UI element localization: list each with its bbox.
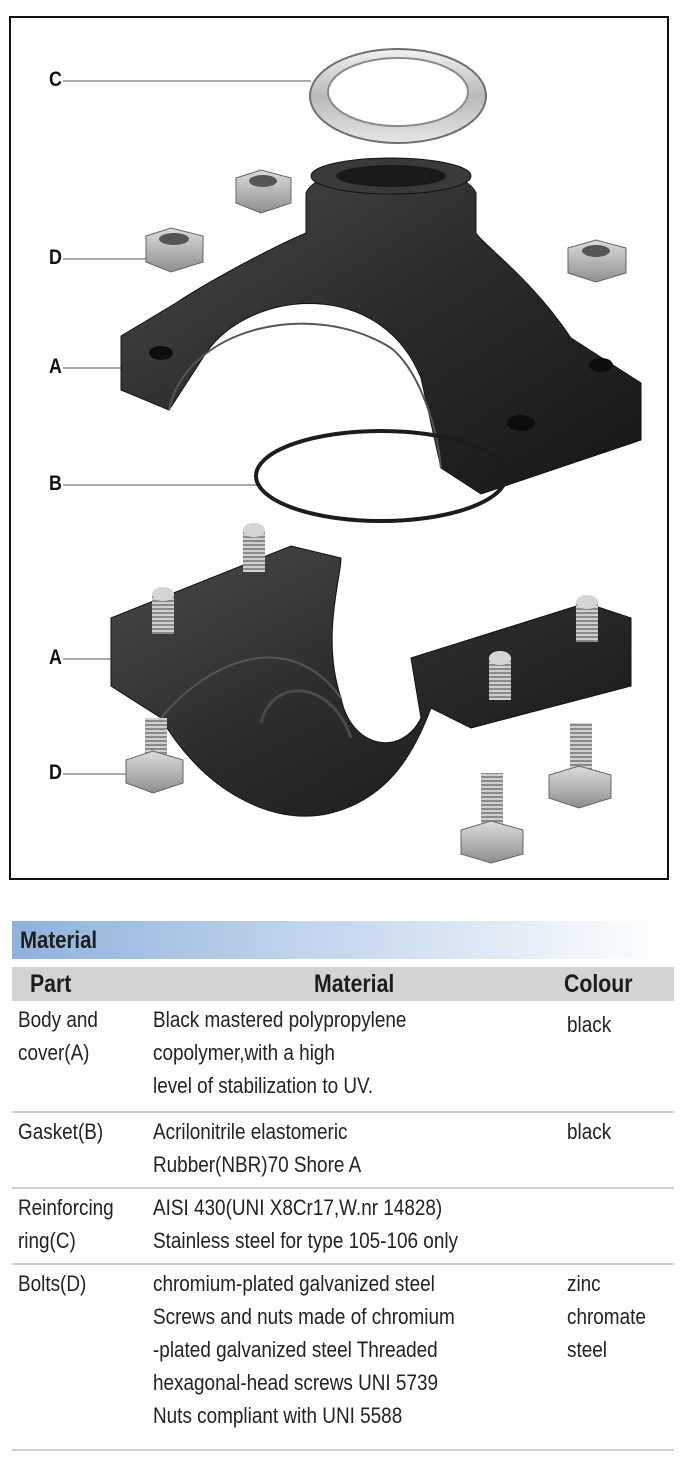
cell-material: chromium-plated galvanized steel Screws … [153, 1271, 455, 1428]
header-material: Material [314, 970, 395, 998]
callout-c: C [49, 68, 62, 91]
row-divider [12, 1111, 674, 1113]
callout-b: B [49, 472, 62, 495]
row-divider [12, 1187, 674, 1189]
header-part: Part [30, 970, 72, 998]
gasket-b [254, 429, 508, 523]
callout-d-top: D [49, 246, 62, 269]
cell-colour: black [567, 1012, 612, 1037]
material-section-header: Material [12, 921, 674, 959]
callout-a-bottom: A [49, 646, 62, 669]
cell-part: Reinforcing ring(C) [18, 1195, 114, 1253]
cell-colour: zinc chromate steel [567, 1271, 646, 1362]
cell-material: Black mastered polypropylene copolymer,w… [153, 1007, 407, 1098]
clamp-saddle-illustration [63, 48, 642, 864]
exploded-diagram: C D A B A D [9, 16, 669, 880]
material-title: Material [20, 927, 98, 954]
cell-material: Acrilonitrile elastomeric Rubber(NBR)70 … [153, 1119, 362, 1177]
cell-part: Body and cover(A) [18, 1007, 98, 1065]
cell-colour: black [567, 1119, 612, 1144]
header-colour: Colour [564, 970, 633, 998]
callout-d-bottom: D [49, 761, 62, 784]
cell-part: Gasket(B) [18, 1119, 104, 1144]
cell-material: AISI 430(UNI X8Cr17,W.nr 14828) Stainles… [153, 1195, 459, 1253]
table-header-row: Part Material Colour [12, 967, 674, 1001]
upper-saddle-a [120, 157, 642, 495]
callout-a-top: A [49, 355, 62, 378]
reinforcing-ring-c [309, 48, 487, 144]
cell-part: Bolts(D) [18, 1271, 87, 1296]
bolts-d [125, 523, 612, 864]
row-divider [12, 1449, 674, 1451]
lower-saddle-a [110, 545, 632, 817]
row-divider [12, 1263, 674, 1265]
